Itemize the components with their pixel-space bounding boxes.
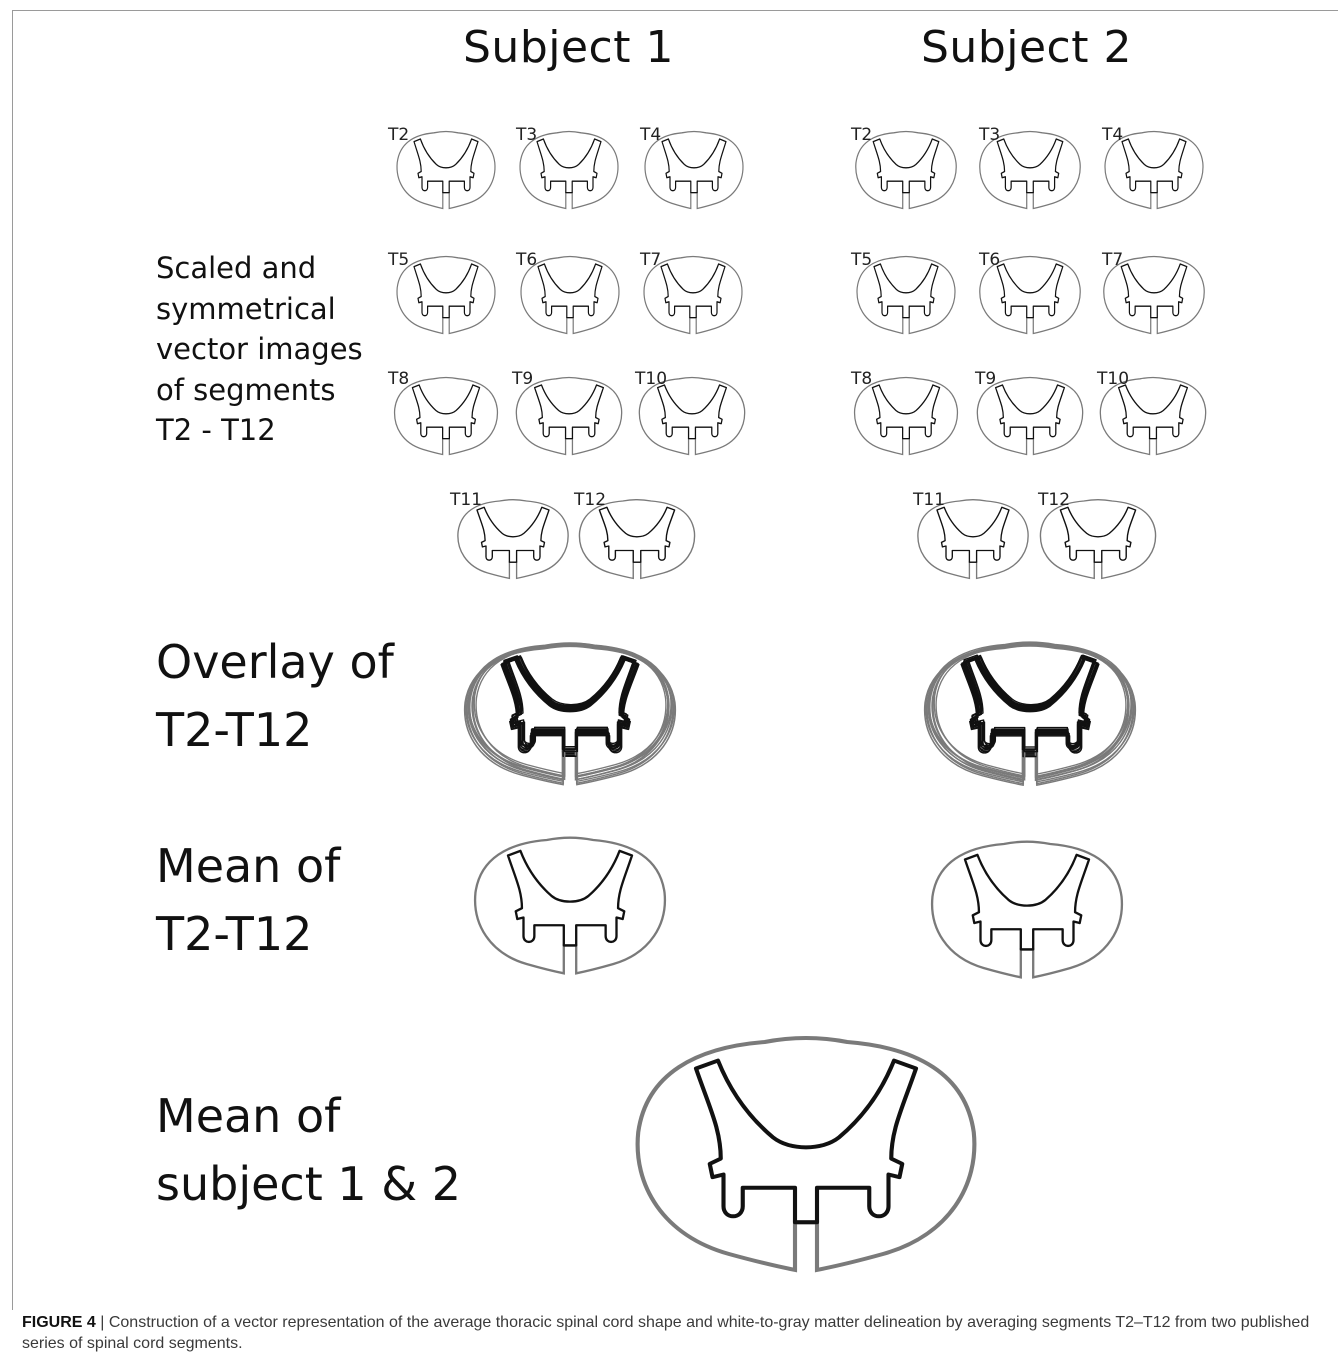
segment-label: T11 xyxy=(449,490,482,510)
segment-label: T7 xyxy=(1101,250,1123,270)
segment-label: T5 xyxy=(387,250,409,270)
segment-label: T5 xyxy=(850,250,872,270)
segment-label: T10 xyxy=(1096,369,1129,389)
segment-drawing xyxy=(579,500,694,579)
segment-label: T6 xyxy=(978,250,1000,270)
segment-drawing xyxy=(397,131,495,208)
subject-2-mean xyxy=(932,842,1122,978)
segment-drawing xyxy=(855,377,958,454)
segment-label: T10 xyxy=(634,369,667,389)
spinal-cord-drawings: T2 T3 T4 T5 T6 T7 T8 T9 T10 T11 T12 T2 T… xyxy=(0,0,1344,1310)
subject-2-overlay xyxy=(925,642,1136,785)
segment-label: T6 xyxy=(515,250,537,270)
segment-label: T7 xyxy=(639,250,661,270)
segment-drawing xyxy=(1100,377,1205,454)
subject-2-segments xyxy=(855,131,1206,578)
segment-label: T8 xyxy=(387,369,409,389)
subject-1-segments xyxy=(395,131,745,578)
caption-separator: | xyxy=(96,1314,109,1331)
figure-caption: FIGURE 4 | Construction of a vector repr… xyxy=(22,1312,1334,1354)
subject-1-mean xyxy=(475,838,665,974)
segment-label: T3 xyxy=(515,125,537,145)
segment-drawing xyxy=(516,377,621,454)
caption-label: FIGURE 4 xyxy=(22,1314,96,1331)
segment-label: T2 xyxy=(387,125,409,145)
segment-label: T9 xyxy=(974,369,996,389)
segment-label: T11 xyxy=(912,490,945,510)
segment-label: T12 xyxy=(573,490,606,510)
segment-drawing xyxy=(977,377,1082,454)
segment-label: T9 xyxy=(511,369,533,389)
segment-drawing xyxy=(458,500,568,579)
segment-label: T8 xyxy=(850,369,872,389)
caption-text: Construction of a vector representation … xyxy=(22,1314,1309,1352)
segment-label: T4 xyxy=(639,125,661,145)
segment-label: T2 xyxy=(850,125,872,145)
segment-label: T3 xyxy=(978,125,1000,145)
grand-mean-drawing xyxy=(638,1038,975,1270)
segment-label: T12 xyxy=(1037,490,1070,510)
segment-drawing xyxy=(397,256,495,333)
segment-drawing xyxy=(395,377,498,454)
subject-1-overlay xyxy=(465,643,676,785)
segment-drawing xyxy=(918,500,1028,579)
segment-label: T4 xyxy=(1101,125,1123,145)
segment-drawing xyxy=(1040,500,1155,579)
segment-drawing xyxy=(639,377,744,454)
